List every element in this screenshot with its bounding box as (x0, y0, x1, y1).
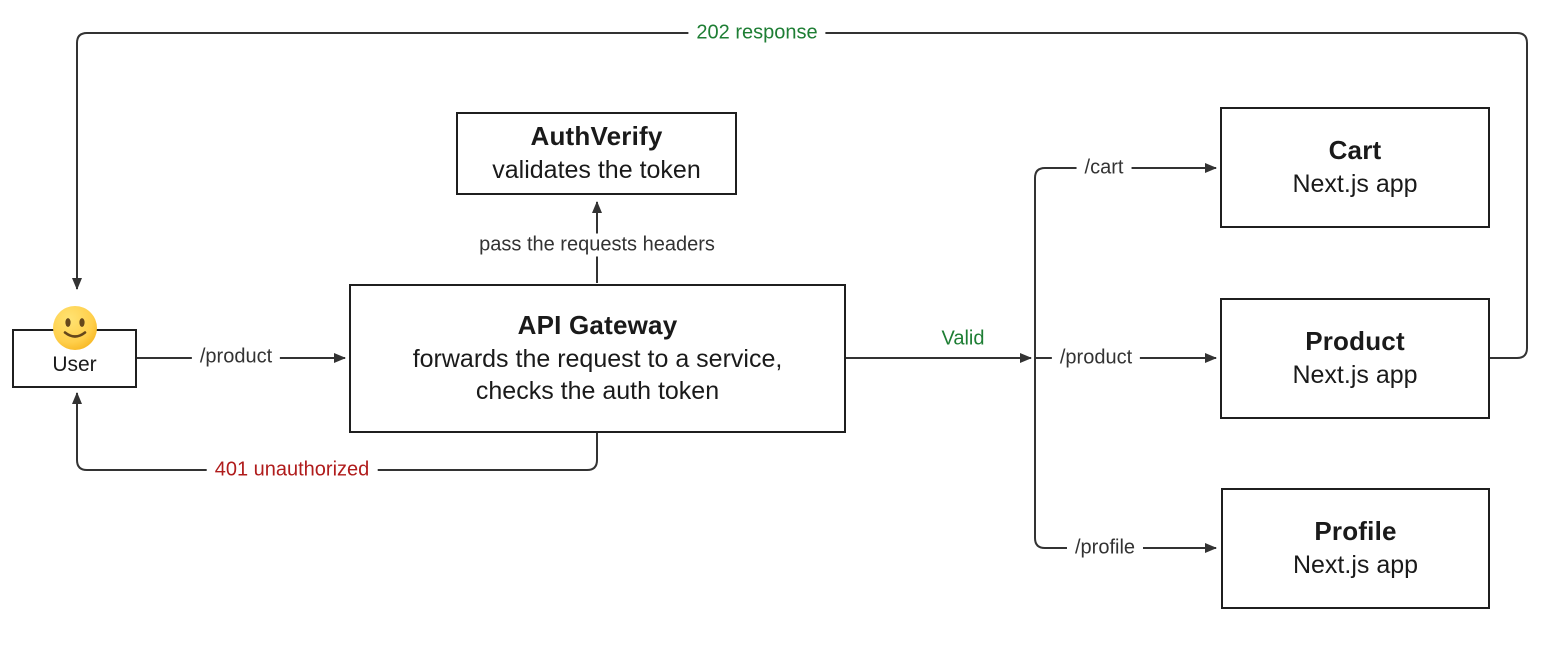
node-cart-subtitle: Next.js app (1292, 170, 1418, 199)
node-product: Product Next.js app (1220, 298, 1490, 419)
edge-label-response: 202 response (688, 21, 826, 45)
edge-label-unauthorized: 401 unauthorized (206, 458, 378, 482)
edge-label-route-product: /product (1051, 346, 1141, 370)
node-cart-title: Cart (1328, 135, 1382, 166)
node-product-title: Product (1305, 326, 1405, 357)
node-auth-verify-subtitle: validates the token (492, 156, 701, 185)
edge-label-route-profile: /profile (1066, 536, 1144, 560)
node-api-gateway-title: API Gateway (517, 310, 678, 341)
node-cart: Cart Next.js app (1220, 107, 1490, 228)
node-profile-title: Profile (1314, 516, 1397, 547)
node-user: User (12, 306, 137, 388)
edge-label-pass-headers: pass the requests headers (471, 233, 723, 257)
edge-label-user-request: /product (191, 345, 281, 369)
node-api-gateway: API Gateway forwards the request to a se… (349, 284, 846, 433)
node-auth-verify: AuthVerify validates the token (456, 112, 737, 195)
node-auth-verify-title: AuthVerify (530, 121, 663, 152)
edge-label-route-cart: /cart (1076, 156, 1132, 180)
node-user-label: User (52, 353, 97, 376)
node-profile-subtitle: Next.js app (1292, 551, 1419, 580)
node-api-gateway-description-line2: checks the auth token (475, 377, 720, 406)
smiley-face-icon (52, 306, 97, 350)
node-profile: Profile Next.js app (1221, 488, 1490, 609)
node-api-gateway-description-line1: forwards the request to a service, (412, 344, 783, 373)
edge-202-response (72, 32, 1528, 359)
edge-label-valid: Valid (933, 327, 993, 351)
node-product-subtitle: Next.js app (1292, 361, 1418, 390)
